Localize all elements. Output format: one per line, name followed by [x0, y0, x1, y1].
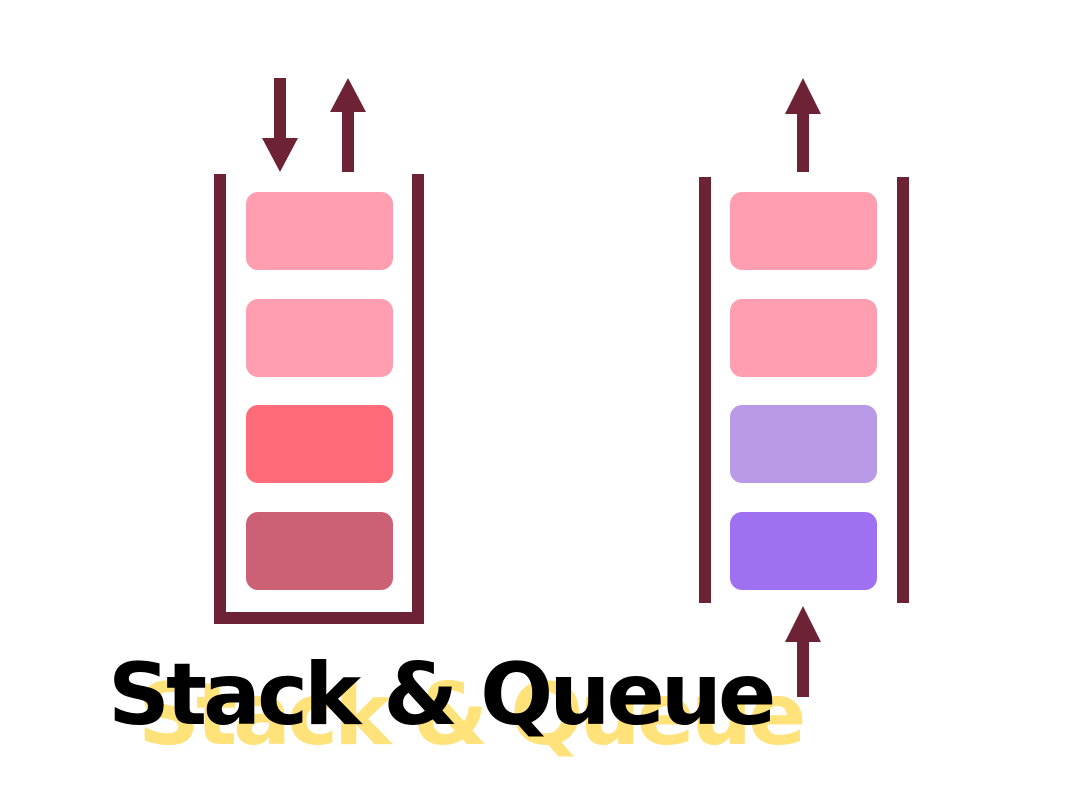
dequeue-up-arrow-icon [785, 78, 821, 172]
title: Stack & Queue Stack & Queue [108, 652, 828, 782]
stack-blocks [246, 192, 393, 590]
queue-block-3 [730, 405, 877, 483]
enqueue-up-arrow-icon [785, 606, 821, 697]
queue-left-wall [699, 177, 711, 603]
queue-blocks [730, 192, 877, 590]
queue-group [699, 78, 909, 697]
queue-block-1 [730, 192, 877, 270]
pop-up-arrow-icon [330, 78, 366, 172]
title-shadow: Stack & Queue [138, 665, 806, 765]
push-down-arrow-icon [262, 78, 298, 172]
queue-block-2 [730, 299, 877, 377]
title-text: Stack & Queue [108, 645, 776, 745]
queue-right-wall [897, 177, 909, 603]
stack-container [214, 174, 424, 624]
stack-block-3 [246, 405, 393, 483]
stack-block-1 [246, 192, 393, 270]
stack-block-2 [246, 299, 393, 377]
stack-group [214, 78, 424, 624]
queue-block-4 [730, 512, 877, 590]
stack-block-4 [246, 512, 393, 590]
